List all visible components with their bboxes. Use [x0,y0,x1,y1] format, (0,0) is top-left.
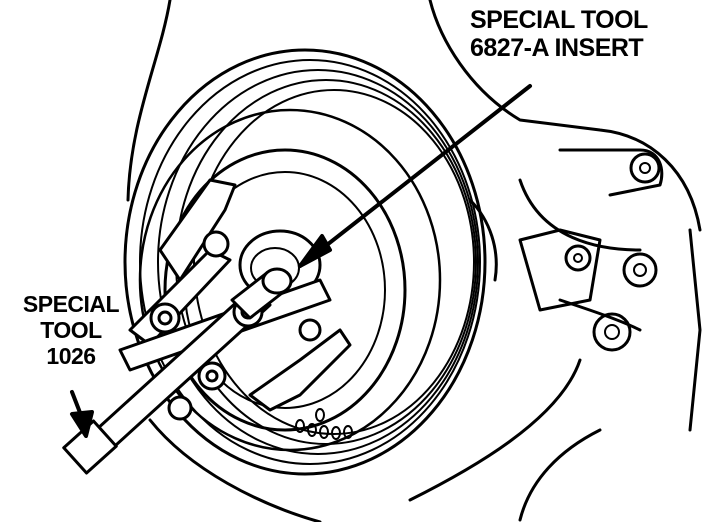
callout-special-tool-1026: SPECIAL TOOL 1026 [6,291,136,369]
insert-tool-6827-a [230,267,293,320]
callout-1026-line1: SPECIAL [22,291,120,317]
callout-1026-line3: 1026 [46,342,96,369]
arrowhead-1026 [70,410,94,438]
leader-arrows [70,84,532,438]
leader-arrow-insert [298,84,532,268]
puller-tool-1026 [62,178,352,475]
engine-block [126,0,702,522]
callout-insert-line2: 6827-A INSERT [470,34,644,62]
arrowhead-insert [298,234,332,268]
callout-special-tool-6827-a-insert: SPECIAL TOOL 6827-A INSERT [470,6,648,62]
callout-insert-line1: SPECIAL TOOL [470,6,648,34]
callout-1026-line2: TOOL [40,316,102,343]
crankshaft-pulley [123,48,487,476]
